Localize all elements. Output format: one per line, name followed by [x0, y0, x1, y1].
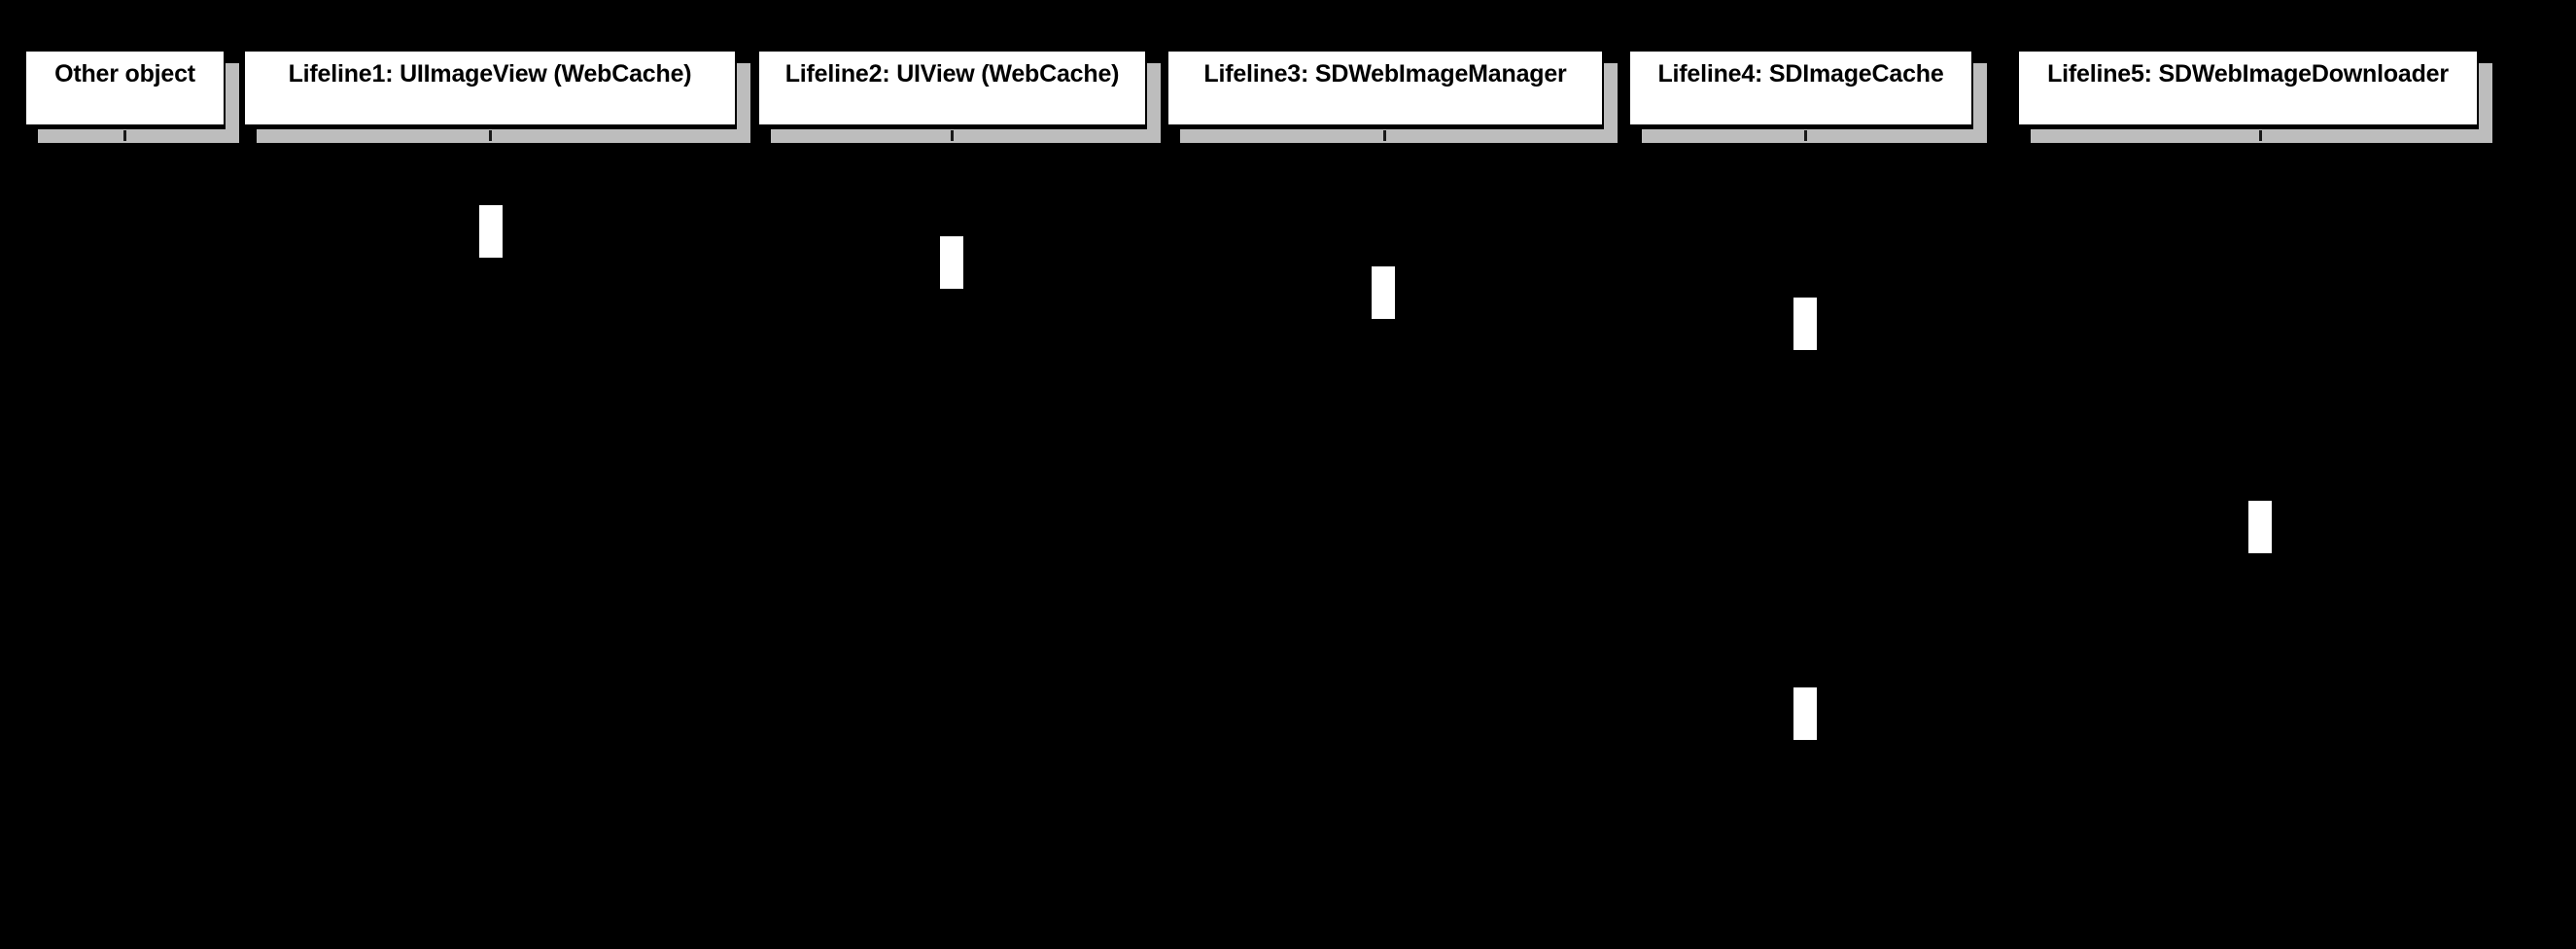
lifeline-head-box[interactable]: Lifeline5: SDWebImageDownloader — [2017, 50, 2479, 126]
activation-bar[interactable] — [479, 205, 503, 258]
lifeline-head-shadow-right — [1147, 63, 1161, 143]
activation-bar[interactable] — [940, 236, 963, 289]
lifeline-head-label: Lifeline2: UIView (WebCache) — [784, 60, 1120, 88]
lifeline-axis-tick — [1383, 130, 1386, 141]
lifeline-head-shadow-bottom — [1642, 129, 1987, 143]
lifeline-head-label: Lifeline1: UIImageView (WebCache) — [288, 60, 692, 88]
lifeline-head-box[interactable]: Lifeline4: SDImageCache — [1628, 50, 1973, 126]
lifeline-head-shadow-bottom — [1180, 129, 1618, 143]
lifeline-head-shadow-right — [1604, 63, 1618, 143]
lifeline-head-box[interactable]: Lifeline1: UIImageView (WebCache) — [243, 50, 737, 126]
lifeline-head-shadow-right — [2479, 63, 2492, 143]
lifeline-axis-tick — [2259, 130, 2262, 141]
activation-bar[interactable] — [1372, 266, 1395, 319]
lifeline-axis-tick — [123, 130, 126, 141]
lifeline-head-label: Other object — [54, 60, 195, 88]
lifeline-head-shadow-right — [737, 63, 750, 143]
lifeline-axis-tick — [489, 130, 492, 141]
lifeline-axis-tick — [951, 130, 954, 141]
activation-bar[interactable] — [1793, 298, 1817, 350]
lifeline-axis-tick — [1804, 130, 1807, 141]
lifeline-head-shadow-bottom — [771, 129, 1161, 143]
lifeline-head-label: Lifeline5: SDWebImageDownloader — [2047, 60, 2449, 88]
lifeline-head-shadow-bottom — [38, 129, 239, 143]
lifeline-head-shadow-right — [1973, 63, 1987, 143]
lifeline-head-box[interactable]: Other object — [24, 50, 226, 126]
lifeline-head-shadow-right — [226, 63, 239, 143]
lifeline-head-box[interactable]: Lifeline2: UIView (WebCache) — [757, 50, 1147, 126]
activation-bar[interactable] — [1793, 687, 1817, 740]
lifeline-head-label: Lifeline3: SDWebImageManager — [1203, 60, 1567, 88]
activation-bar[interactable] — [2248, 501, 2272, 553]
lifeline-head-box[interactable]: Lifeline3: SDWebImageManager — [1166, 50, 1604, 126]
lifeline-head-label: Lifeline4: SDImageCache — [1657, 60, 1944, 88]
lifeline-head-shadow-bottom — [257, 129, 750, 143]
